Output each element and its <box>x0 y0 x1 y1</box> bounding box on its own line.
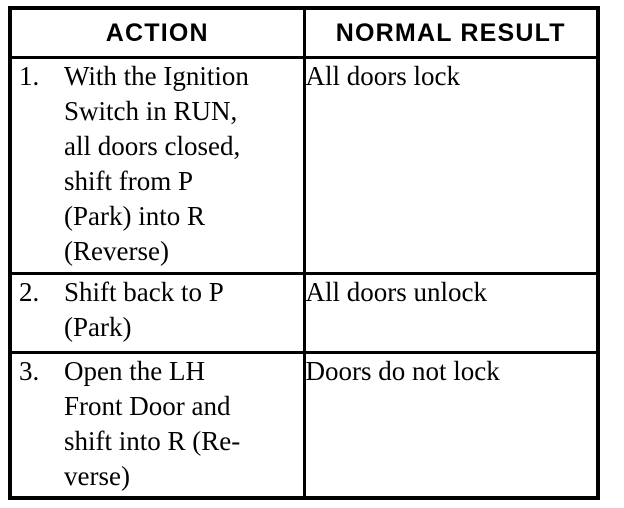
step-3: 3. Open the LH Front Door and shift into… <box>12 354 303 494</box>
step-1: 1. With the Ignition Switch in RUN, all … <box>12 59 303 269</box>
step-number: 2. <box>19 277 40 308</box>
action-cell: 1. With the Ignition Switch in RUN, all … <box>8 55 306 276</box>
table-row: 2. Shift back to P (Park) All doors unlo… <box>8 272 600 354</box>
action-cell: 2. Shift back to P (Park) <box>8 272 306 354</box>
action-line: Shift back to P <box>64 277 224 308</box>
table-row: 1. With the Ignition Switch in RUN, all … <box>8 55 600 276</box>
action-line: (Reverse) <box>64 236 169 266</box>
step-text: Shift back to P (Park) <box>64 275 303 345</box>
step-number: 1. <box>19 61 40 91</box>
action-line: verse) <box>64 460 130 491</box>
action-line: shift from P <box>64 166 194 196</box>
step-2: 2. Shift back to P (Park) <box>12 275 303 345</box>
table-body: 1. With the Ignition Switch in RUN, all … <box>8 55 600 500</box>
table-row: 3. Open the LH Front Door and shift into… <box>8 350 600 500</box>
action-line: Open the LH <box>64 355 205 386</box>
column-header-action: ACTION <box>8 6 306 59</box>
table-header: ACTION NORMAL RESULT <box>8 6 600 59</box>
action-line: (Park) into R <box>64 201 205 231</box>
action-line: With the Ignition <box>64 61 249 91</box>
step-text: With the Ignition Switch in RUN, all doo… <box>64 59 303 269</box>
column-header-result: NORMAL RESULT <box>302 6 600 59</box>
step-number: 3. <box>19 355 40 386</box>
result-cell: All doors lock <box>302 55 600 276</box>
action-line: Front Door and <box>64 390 231 421</box>
action-cell: 3. Open the LH Front Door and shift into… <box>8 350 306 500</box>
diagnostic-table: ACTION NORMAL RESULT 1. With the Ignitio… <box>8 6 600 500</box>
result-cell: Doors do not lock <box>302 350 600 500</box>
result-cell: All doors unlock <box>302 272 600 354</box>
action-line: (Park) <box>64 312 132 343</box>
action-line: all doors closed, <box>64 131 241 161</box>
action-line: shift into R (Re- <box>64 425 241 456</box>
header-row: ACTION NORMAL RESULT <box>8 6 600 59</box>
action-line: Switch in RUN, <box>64 96 238 126</box>
step-text: Open the LH Front Door and shift into R … <box>64 354 303 494</box>
